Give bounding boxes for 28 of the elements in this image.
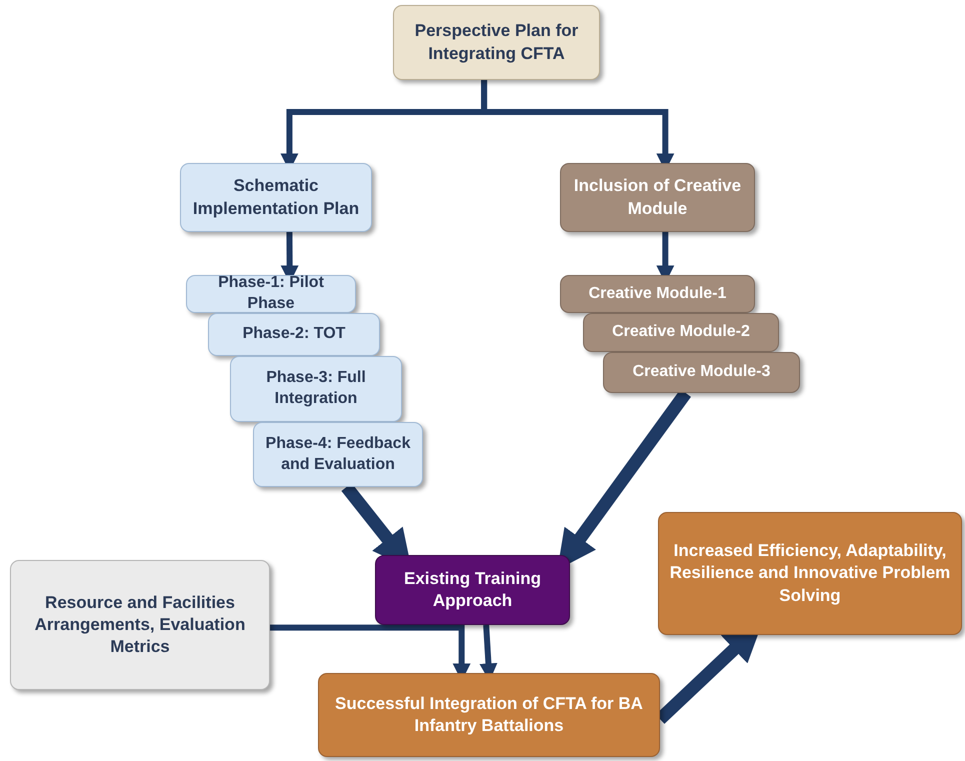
box-label: Existing Training Approach bbox=[403, 568, 542, 612]
box-label: Resource and Facilities Arrangements, Evaluation Metrics bbox=[34, 592, 246, 658]
box-label: Creative Module-2 bbox=[612, 322, 750, 342]
process-box bbox=[253, 422, 423, 487]
process-box bbox=[603, 352, 800, 393]
process-box bbox=[560, 163, 755, 232]
process-box bbox=[186, 275, 356, 313]
box-label: Phase-4: Feedback and Evaluation bbox=[264, 434, 412, 474]
process-box bbox=[230, 356, 402, 422]
process-box bbox=[393, 5, 600, 80]
box-label: Creative Module-3 bbox=[632, 362, 770, 382]
process-box bbox=[180, 163, 372, 232]
process-box bbox=[583, 313, 779, 352]
box-label: Phase-1: Pilot Phase bbox=[217, 273, 325, 314]
process-box bbox=[318, 673, 660, 757]
box-label: Phase-3: Full Integration bbox=[265, 368, 367, 409]
box-label: Inclusion of Creative Module bbox=[572, 175, 742, 220]
box-label: Schematic Implementation Plan bbox=[192, 175, 360, 220]
box-label: Successful Integration of CFTA for BA Infantry Battalions bbox=[334, 692, 644, 737]
process-box bbox=[375, 555, 570, 625]
box-label: Perspective Plan for Integrating CFTA bbox=[414, 20, 580, 65]
process-box bbox=[658, 512, 962, 635]
box-label: Phase-2: TOT bbox=[242, 324, 346, 344]
box-label: Creative Module-1 bbox=[588, 284, 726, 304]
box-label: Increased Efficiency, Adaptability, Resilience and Innovative Problem Solving bbox=[669, 540, 951, 607]
process-box bbox=[10, 560, 270, 690]
process-box bbox=[208, 313, 380, 356]
process-box bbox=[560, 275, 755, 313]
